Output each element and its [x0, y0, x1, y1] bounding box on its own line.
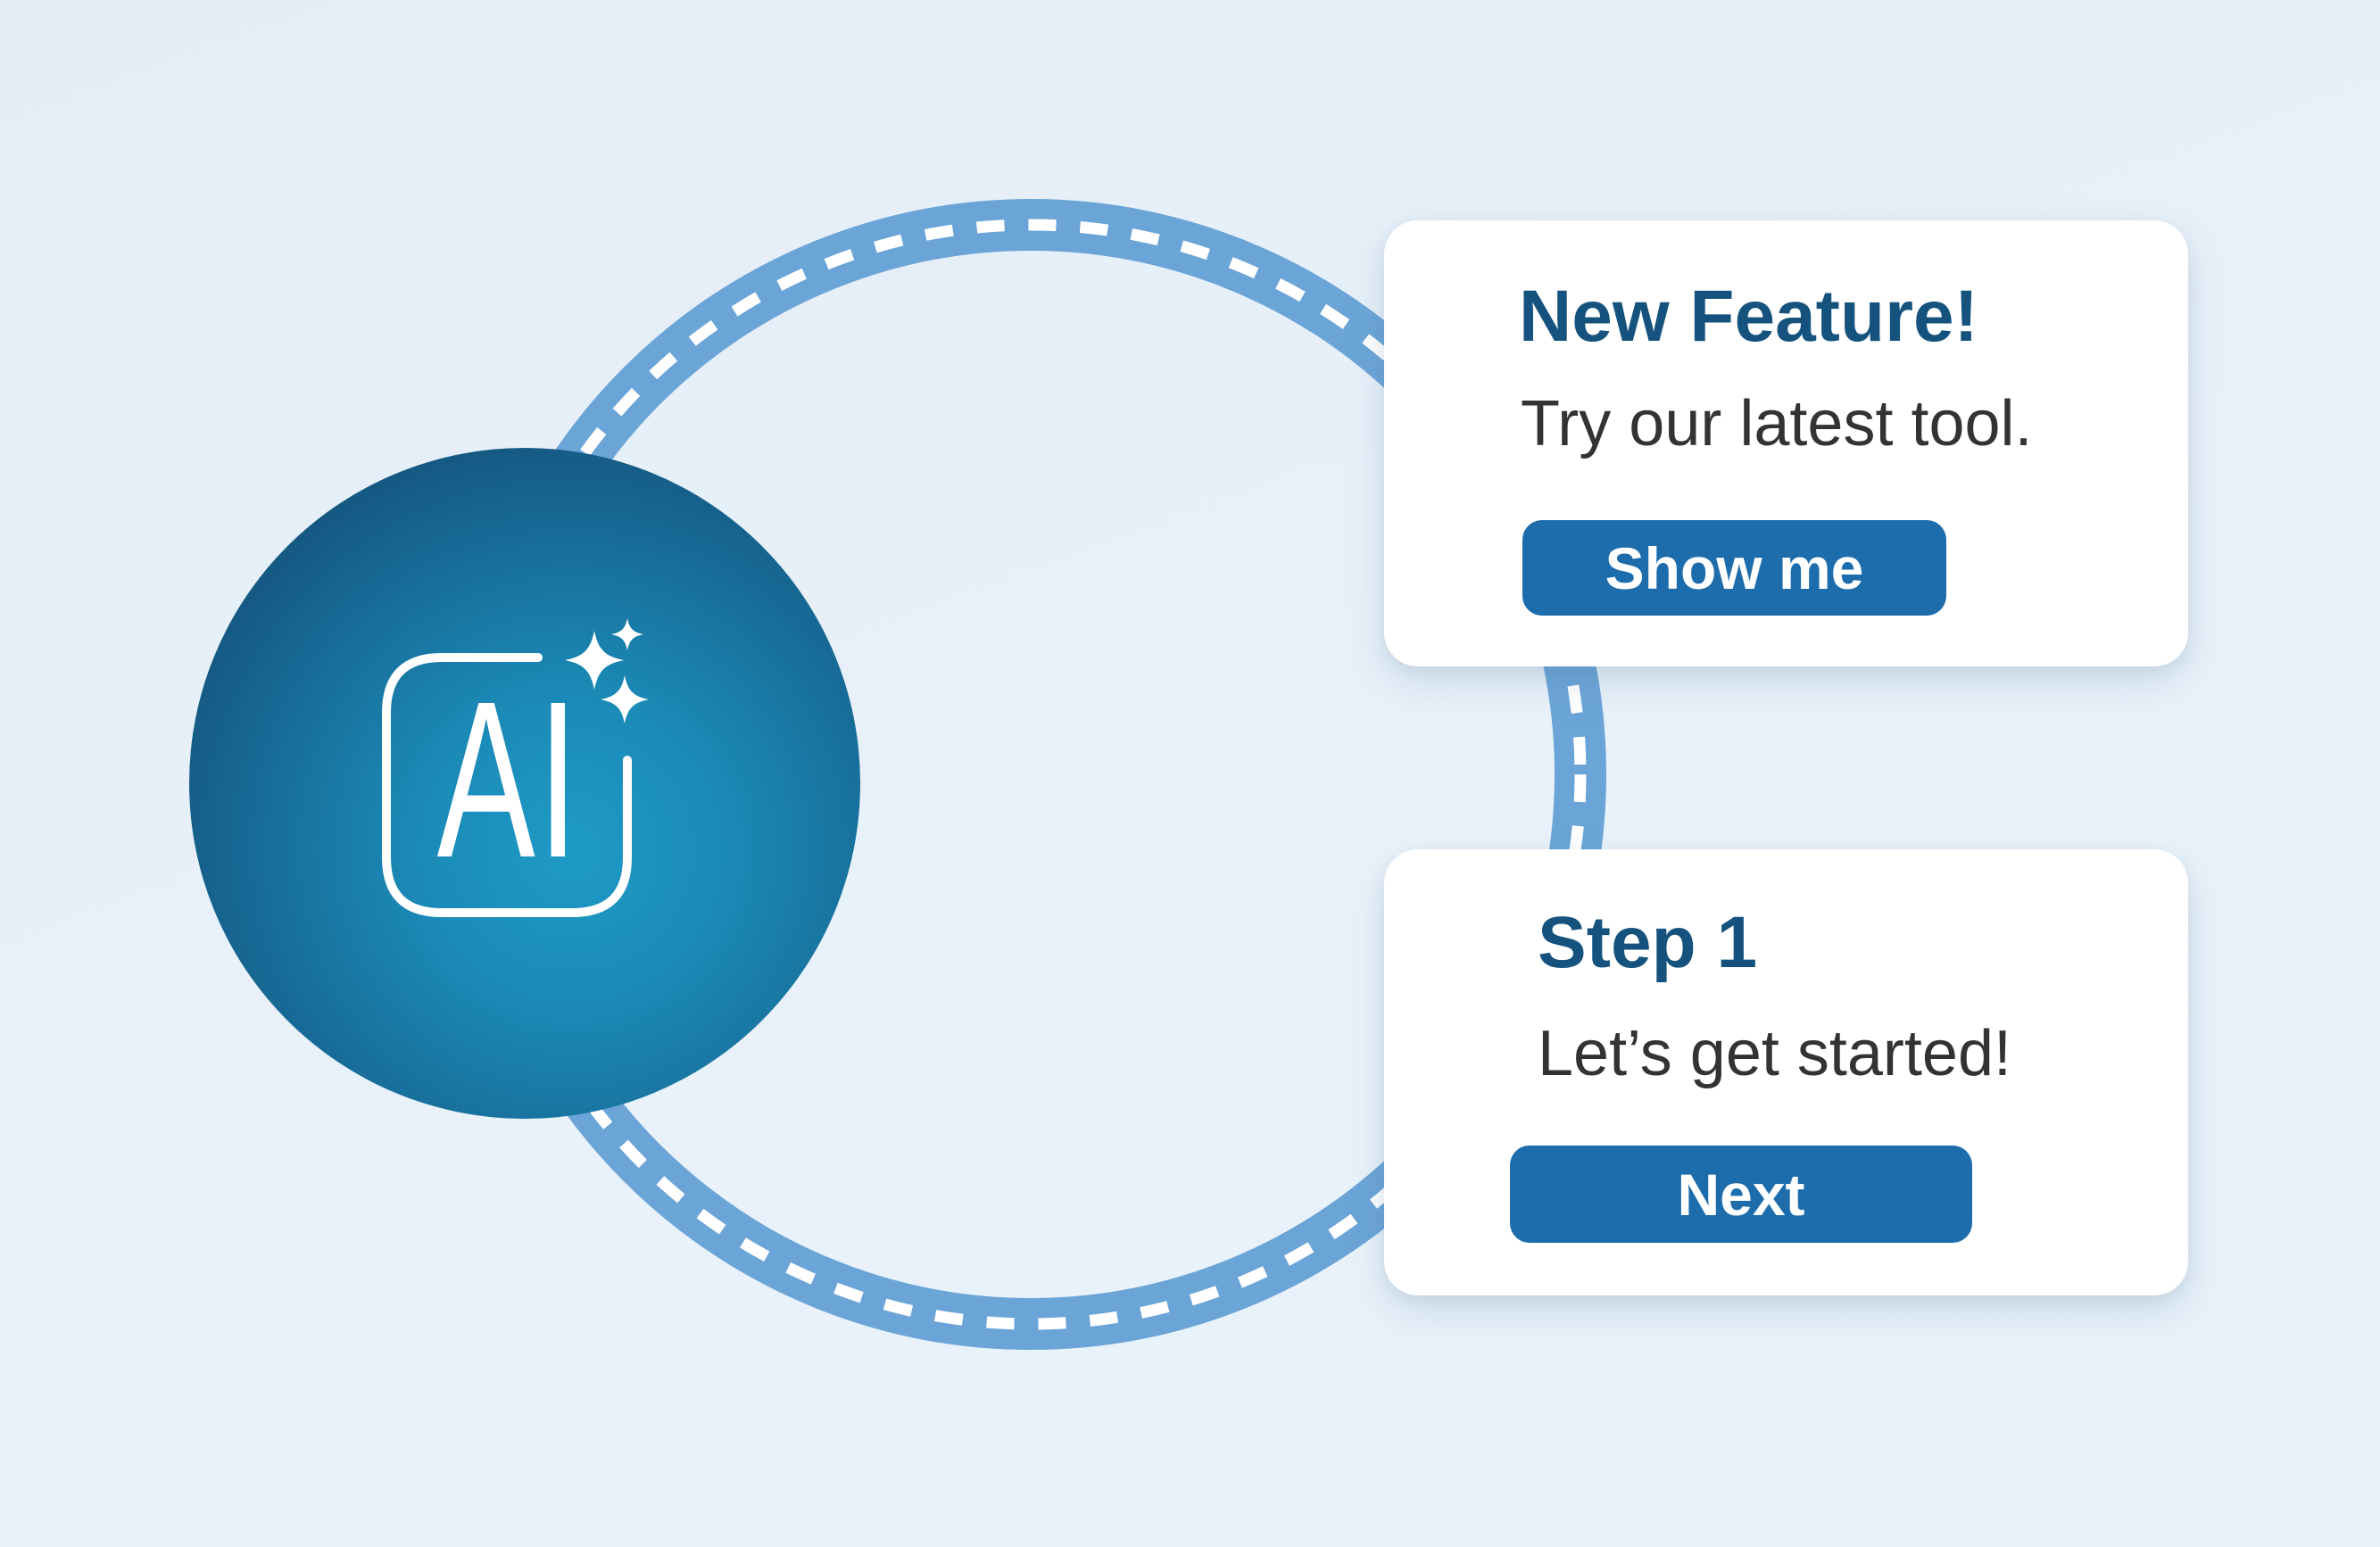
ai-badge: AI [189, 448, 860, 1119]
next-button[interactable]: Next [1510, 1146, 1972, 1243]
card-title: New Feature! [1519, 276, 1978, 357]
sparkle-medium [601, 675, 649, 724]
tooltip-card-step-1: Step 1 Let’s get started! Next [1384, 849, 2188, 1295]
sparkles-icon [565, 618, 649, 724]
rounded-square-outline [382, 653, 632, 917]
sparkle-small [611, 618, 643, 650]
show-me-button[interactable]: Show me [1522, 520, 1946, 616]
sparkle-large [565, 631, 624, 690]
card-body-text: Try our latest tool. [1521, 388, 2033, 459]
ai-label: AI [437, 654, 581, 904]
tooltip-card-new-feature: New Feature! Try our latest tool. Show m… [1384, 220, 2188, 666]
ai-sparkle-icon: AI [382, 618, 649, 917]
card-body-text: Let’s get started! [1538, 1018, 2011, 1089]
card-title: Step 1 [1538, 902, 1758, 983]
